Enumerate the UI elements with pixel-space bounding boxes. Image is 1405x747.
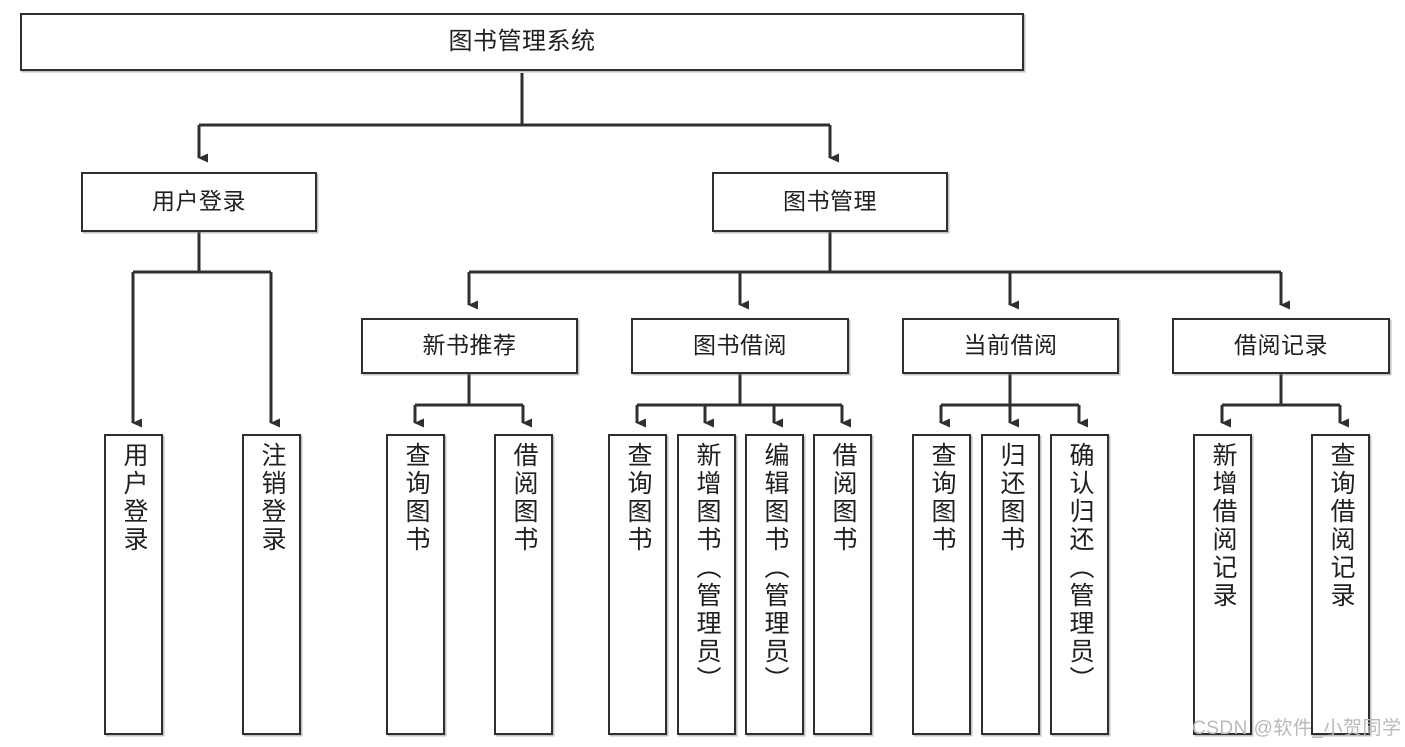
leaf-user-logout[interactable]: 注销登录 [242, 434, 301, 735]
node-label: 编辑图书（管理员） [761, 442, 789, 694]
leaf-add-book-admin[interactable]: 新增图书（管理员） [677, 434, 736, 735]
node-label: 新增借阅记录 [1209, 442, 1237, 610]
node-new-book-recommendation[interactable]: 新书推荐 [361, 318, 578, 374]
node-label: 确认归还（管理员） [1066, 442, 1094, 694]
node-borrow-records[interactable]: 借阅记录 [1172, 318, 1390, 374]
node-user-login[interactable]: 用户登录 [81, 172, 317, 232]
node-label: 当前借阅 [963, 332, 1058, 359]
node-label: 图书管理系统 [448, 27, 596, 55]
node-label: 用户登录 [152, 188, 246, 215]
leaf-query-book-current[interactable]: 查询图书 [912, 434, 971, 735]
node-label: 查询借阅记录 [1327, 442, 1355, 610]
node-label: 借阅记录 [1234, 332, 1328, 359]
leaf-return-book[interactable]: 归还图书 [981, 434, 1040, 735]
node-label: 查询图书 [928, 442, 956, 554]
node-label: 注销登录 [258, 442, 286, 554]
leaf-borrow-book-borrowing[interactable]: 借阅图书 [813, 434, 872, 735]
leaf-query-book-borrowing[interactable]: 查询图书 [608, 434, 667, 735]
node-label: 用户登录 [120, 442, 148, 554]
csdn-watermark: CSDN @软件_小贺同学 [1192, 718, 1402, 739]
leaf-user-login[interactable]: 用户登录 [104, 434, 163, 735]
leaf-query-borrow-record[interactable]: 查询借阅记录 [1311, 434, 1370, 735]
node-label: 图书管理 [783, 188, 877, 215]
leaf-confirm-return-admin[interactable]: 确认归还（管理员） [1050, 434, 1109, 735]
node-book-management[interactable]: 图书管理 [712, 172, 948, 232]
node-current-borrowing[interactable]: 当前借阅 [902, 318, 1119, 374]
leaf-edit-book-admin[interactable]: 编辑图书（管理员） [745, 434, 804, 735]
node-label: 归还图书 [997, 442, 1025, 554]
leaf-borrow-book-recommendation[interactable]: 借阅图书 [494, 434, 553, 735]
node-label: 图书借阅 [693, 332, 787, 359]
leaf-add-borrow-record[interactable]: 新增借阅记录 [1193, 434, 1252, 735]
node-label: 查询图书 [624, 442, 652, 554]
node-label: 新增图书（管理员） [693, 442, 721, 694]
node-label: 新书推荐 [422, 332, 517, 359]
leaf-query-book-recommendation[interactable]: 查询图书 [386, 434, 445, 735]
node-label: 借阅图书 [510, 442, 538, 554]
node-book-borrowing[interactable]: 图书借阅 [631, 318, 849, 374]
node-label: 查询图书 [402, 442, 430, 554]
node-label: 借阅图书 [829, 442, 857, 554]
node-root-system[interactable]: 图书管理系统 [20, 13, 1024, 71]
